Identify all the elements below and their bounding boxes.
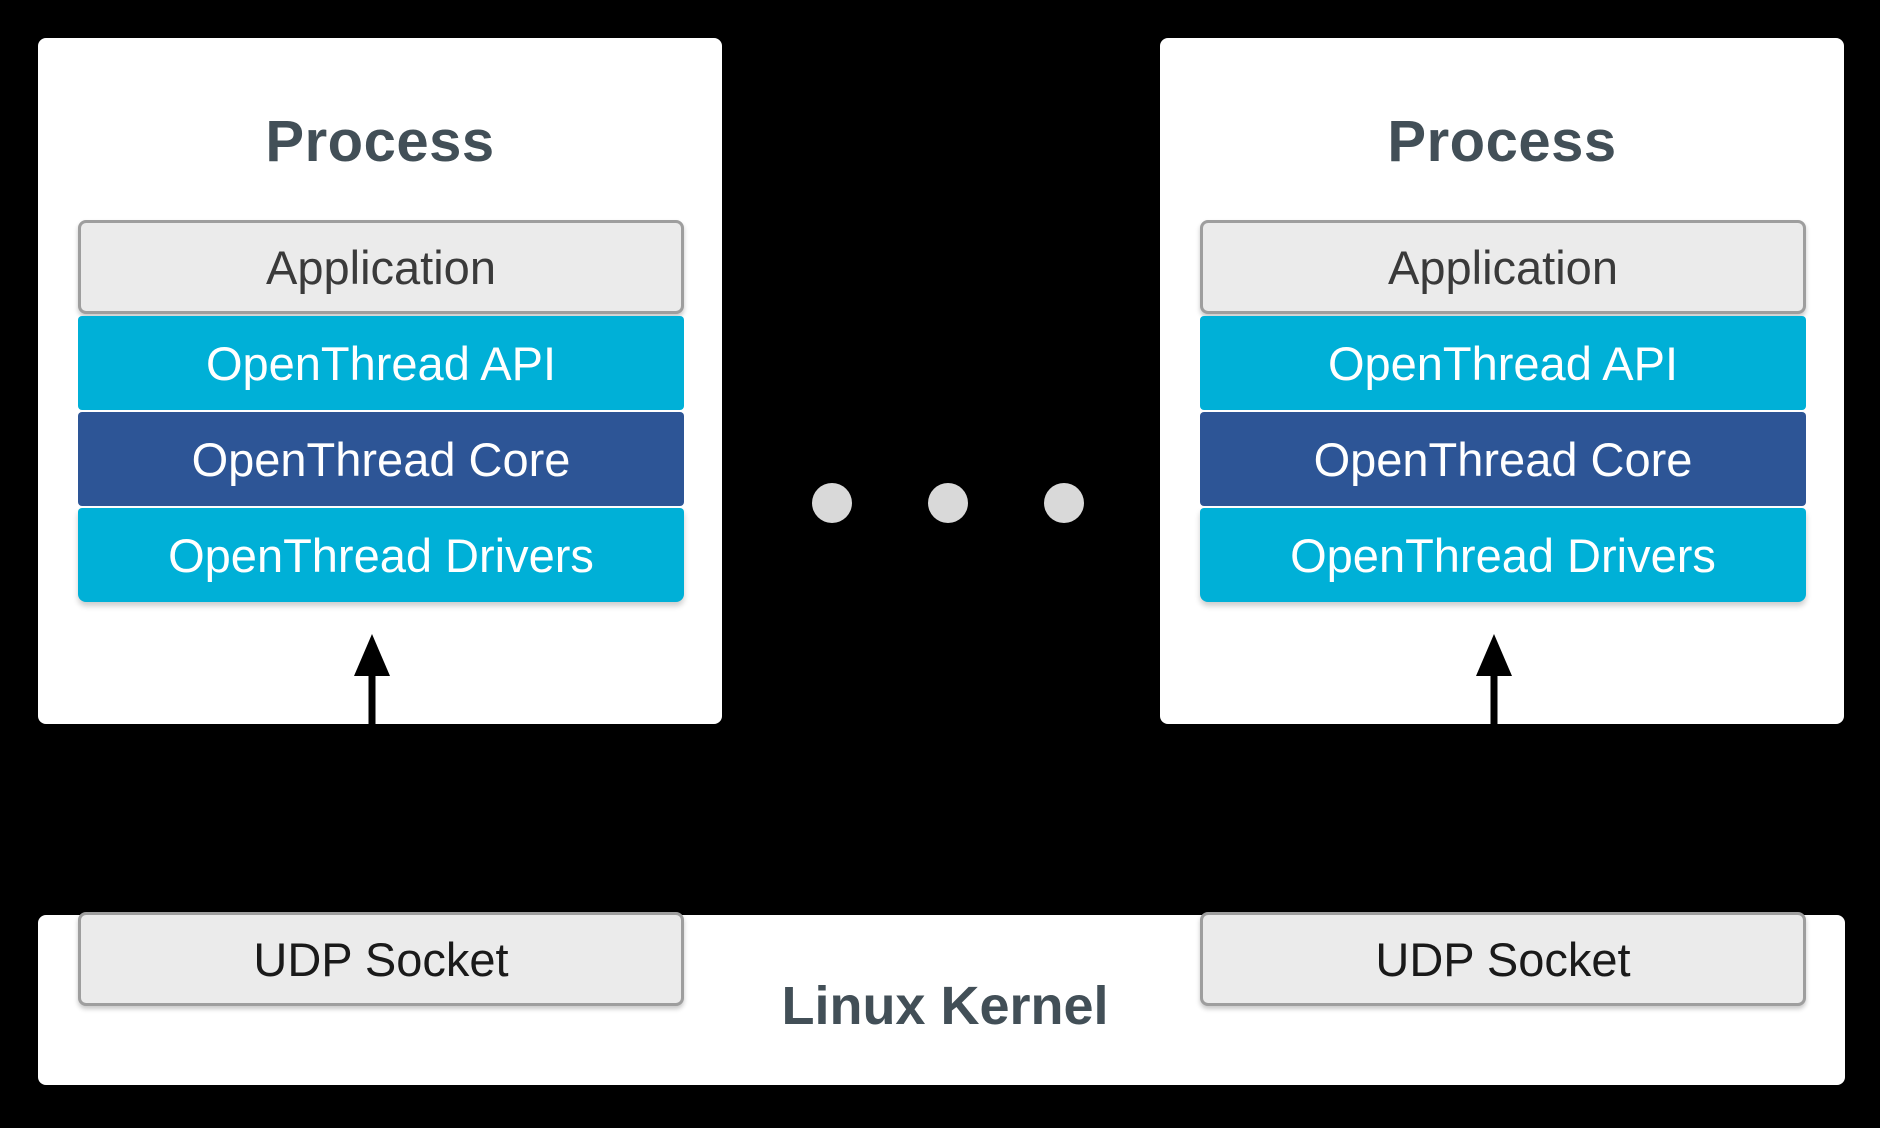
layer-label: OpenThread Core [191, 432, 571, 486]
layer-label: OpenThread API [1327, 336, 1679, 390]
layer-label: Application [1388, 240, 1618, 294]
layer-openthread-api-right: OpenThread API [1200, 316, 1806, 410]
udp-socket-label: UDP Socket [253, 932, 509, 986]
udp-socket-right: UDP Socket [1200, 912, 1806, 1006]
udp-socket-left: UDP Socket [78, 912, 684, 1006]
ellipsis-dot-1 [812, 483, 852, 523]
ellipsis-dot-3 [1044, 483, 1084, 523]
arrow-socket-to-drivers-right [1476, 634, 1512, 728]
linux-kernel-title: Linux Kernel [781, 976, 1109, 1036]
process-title-right: Process [1387, 109, 1617, 174]
layer-openthread-core-left: OpenThread Core [78, 412, 684, 506]
layer-openthread-core-right: OpenThread Core [1200, 412, 1806, 506]
layer-label: Application [266, 240, 496, 294]
layer-label: OpenThread Drivers [1290, 528, 1716, 582]
layer-openthread-api-left: OpenThread API [78, 316, 684, 410]
layer-openthread-drivers-right: OpenThread Drivers [1200, 508, 1806, 602]
udp-socket-label: UDP Socket [1375, 932, 1631, 986]
layer-openthread-drivers-left: OpenThread Drivers [78, 508, 684, 602]
process-title-left: Process [265, 109, 495, 174]
layer-application-left: Application [78, 220, 684, 314]
layer-label: OpenThread Drivers [168, 528, 594, 582]
ellipsis-dot-2 [928, 483, 968, 523]
layer-label: OpenThread Core [1313, 432, 1693, 486]
layer-application-right: Application [1200, 220, 1806, 314]
layer-label: OpenThread API [205, 336, 557, 390]
arrow-socket-to-drivers-left [354, 634, 390, 728]
